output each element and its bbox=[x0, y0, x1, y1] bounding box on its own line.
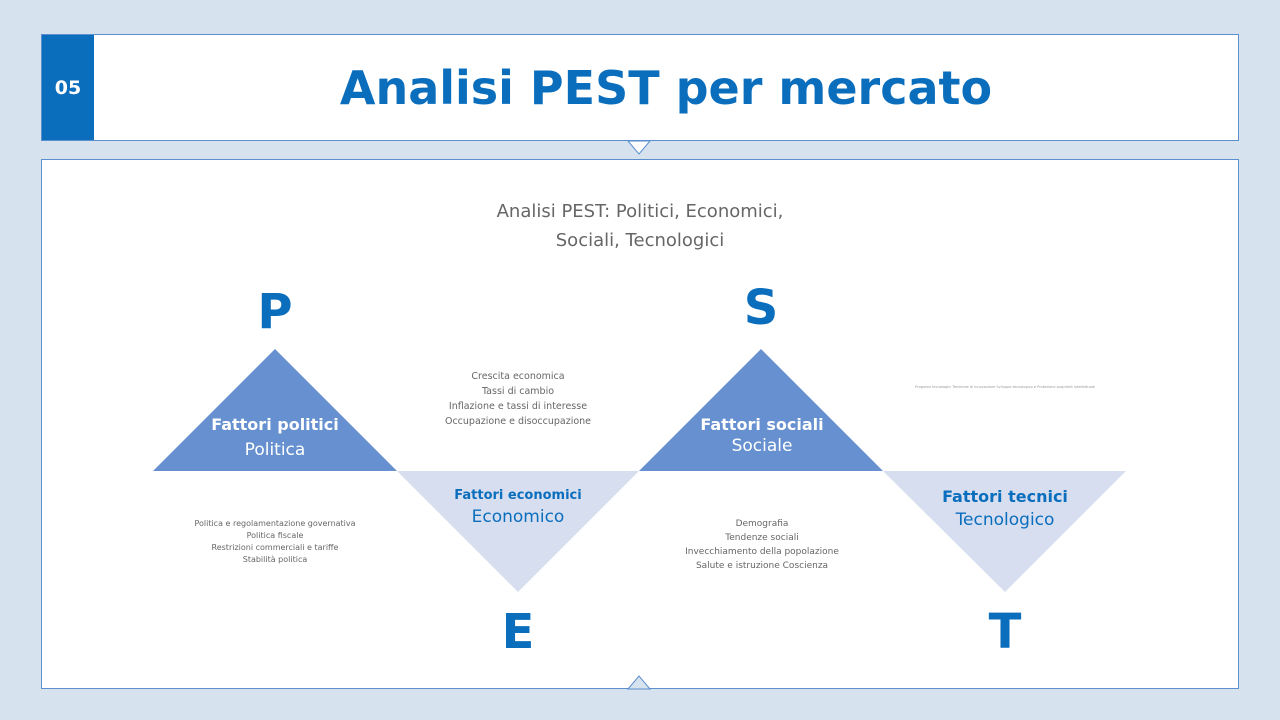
list-item: Demografia bbox=[735, 519, 789, 529]
list-item: Restrizioni commerciali e tariffe bbox=[211, 543, 339, 552]
triangle-e bbox=[397, 471, 639, 592]
factor-s-label: Fattori sociali Sociale bbox=[642, 415, 882, 456]
list-item: Occupazione e disoccupazione bbox=[444, 416, 592, 427]
list-item: Politica fiscale bbox=[246, 531, 304, 540]
list-item: Crescita economica bbox=[471, 371, 565, 382]
letter-t: T bbox=[988, 604, 1022, 660]
list-item: Tendenze sociali bbox=[725, 533, 799, 543]
list-item: Inflazione e tassi di interesse bbox=[448, 401, 588, 412]
triangle-t bbox=[883, 471, 1126, 592]
factor-p-label: Fattori politici Politica bbox=[155, 415, 395, 460]
list-item: Tassi di cambio bbox=[481, 386, 555, 397]
factor-title: Fattori politici bbox=[211, 415, 339, 434]
slide-header: 05 Analisi PEST per mercato bbox=[41, 34, 1239, 141]
letter-p: P bbox=[257, 284, 293, 340]
factor-s-items: Demografia Tendenze sociali Invecchiamen… bbox=[642, 517, 882, 573]
subtitle-line: Analisi PEST: Politici, Economici, bbox=[496, 201, 784, 222]
triangle-p bbox=[153, 349, 397, 471]
diagram-subtitle: Analisi PEST: Politici, Economici, Socia… bbox=[0, 197, 1280, 255]
page-title: Analisi PEST per mercato bbox=[339, 60, 993, 115]
factor-title: Fattori sociali bbox=[700, 415, 824, 434]
list-item: Stabilità politica bbox=[242, 555, 308, 564]
factor-label: Tecnologico bbox=[955, 510, 1055, 530]
triangle-s bbox=[639, 349, 883, 471]
factor-e-label: Fattori economici Economico bbox=[398, 488, 638, 527]
list-item: Salute e istruzione Coscienza bbox=[695, 561, 829, 571]
factor-e-items: Crescita economica Tassi di cambio Infla… bbox=[398, 369, 638, 429]
factor-p-items: Politica e regolamentazione governativa … bbox=[155, 518, 395, 566]
letter-s: S bbox=[743, 280, 779, 336]
list-item: Progressi tecnologici Tendenze di innova… bbox=[915, 385, 1095, 389]
factor-label: Politica bbox=[244, 440, 306, 460]
factor-label: Economico bbox=[471, 507, 565, 527]
factor-t-label: Fattori tecnici Tecnologico bbox=[885, 487, 1125, 530]
factor-t-items: Progressi tecnologici Tendenze di innova… bbox=[885, 380, 1125, 395]
letter-e: E bbox=[501, 604, 535, 660]
factor-label: Sociale bbox=[731, 436, 793, 456]
list-item: Politica e regolamentazione governativa bbox=[194, 519, 356, 528]
factor-title: Fattori economici bbox=[454, 488, 582, 503]
list-item: Invecchiamento della popolazione bbox=[685, 547, 839, 557]
subtitle-line: Sociali, Tecnologici bbox=[555, 230, 725, 251]
factor-title: Fattori tecnici bbox=[942, 487, 1068, 506]
slide-number: 05 bbox=[42, 35, 94, 140]
